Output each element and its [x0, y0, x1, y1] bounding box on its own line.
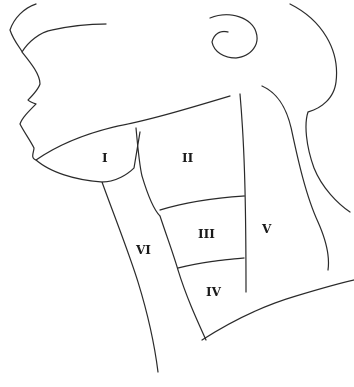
anterior-neck-line — [102, 182, 158, 372]
divider-VI-IV — [178, 270, 206, 340]
level-V-label: V — [261, 222, 272, 236]
region-I-outline — [36, 132, 140, 182]
back-of-head — [290, 4, 350, 212]
shoulder-line — [202, 280, 354, 340]
divider-III-IV — [178, 258, 244, 268]
head-contour — [10, 4, 106, 160]
divider-V — [240, 94, 246, 292]
jaw-line — [36, 96, 230, 160]
level-II-label: II — [182, 151, 194, 165]
level-VI-label: VI — [135, 243, 151, 257]
divider-II-III — [160, 196, 244, 210]
divider-II-VI — [142, 176, 160, 216]
level-III-label: III — [198, 227, 215, 241]
level-IV-label: IV — [206, 285, 222, 299]
divider-VI-III — [160, 216, 178, 270]
level-I-label: I — [102, 151, 108, 165]
ear — [210, 15, 257, 58]
